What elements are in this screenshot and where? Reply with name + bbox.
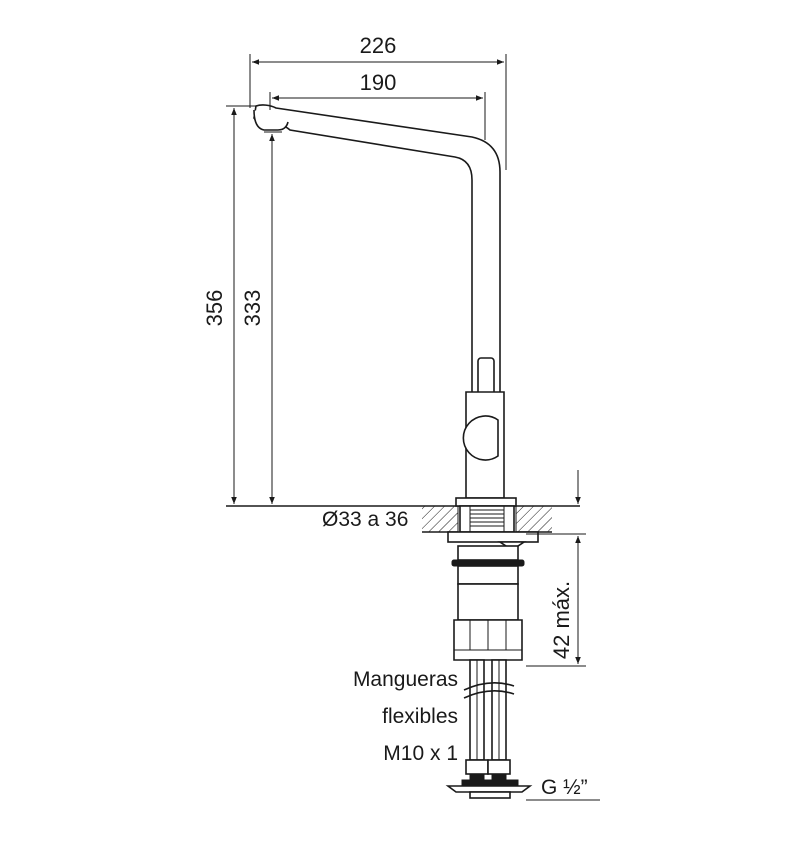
base-flange (455, 497, 517, 507)
spout-tube (253, 104, 501, 396)
hoses-label-line2: flexibles (382, 705, 458, 728)
fixing-plate (447, 531, 539, 543)
o-ring (451, 559, 525, 567)
countertop (226, 505, 580, 533)
dim-356-label: 356 (202, 290, 227, 327)
dim-333-label: 333 (240, 290, 265, 327)
dim-42-label: 42 máx. (549, 581, 574, 659)
faucet-body (253, 104, 517, 507)
connection-label: G ½” (541, 776, 588, 799)
fixing-nut (457, 583, 519, 621)
cartridge-dome (462, 415, 499, 461)
thread-lines (469, 506, 505, 532)
hole-diameter-label: Ø33 a 36 (322, 508, 408, 531)
mounting-kit (447, 505, 539, 661)
hoses-label-line3: M10 x 1 (383, 742, 458, 765)
hoses-label-line1: Mangueras (353, 668, 458, 691)
dim-190-label: 190 (360, 70, 397, 95)
flexible-hoses (445, 659, 533, 799)
aerator (253, 109, 289, 131)
dim-226-label: 226 (360, 33, 397, 58)
